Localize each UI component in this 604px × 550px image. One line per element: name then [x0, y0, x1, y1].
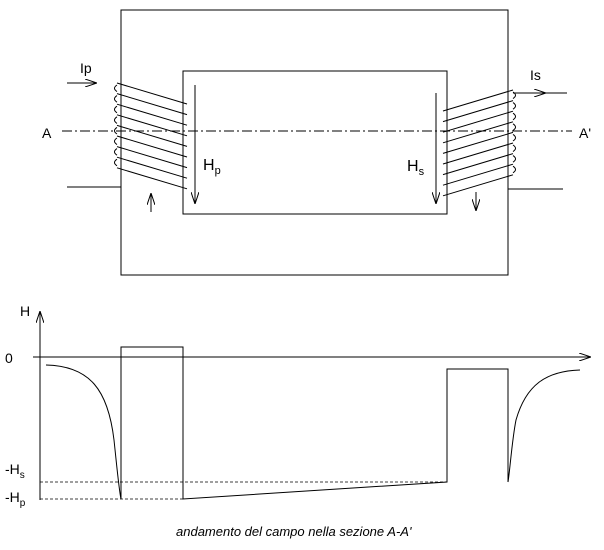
primary-winding-turn-bend	[114, 95, 118, 103]
primary-winding-turn	[116, 124, 188, 147]
primary-winding-turn	[116, 167, 188, 190]
secondary-winding-turn	[442, 163, 514, 186]
secondary-winding-turn-bend	[512, 102, 516, 110]
secondary-current-label: Is	[530, 67, 541, 83]
transformer-core	[120, 9, 509, 276]
left-outside-field-curve	[45, 364, 122, 500]
primary-winding-turn-bend	[114, 105, 118, 114]
secondary-winding-turn	[442, 131, 514, 154]
primary-winding-turn	[116, 114, 188, 137]
secondary-winding-turn	[442, 174, 514, 197]
primary-winding-turn	[116, 103, 188, 126]
secondary-winding-turn-bend	[512, 155, 516, 163]
secondary-winding-turn-bend	[512, 133, 516, 142]
secondary-winding-turn-bend	[512, 112, 516, 121]
primary-winding-turn-bend	[114, 84, 118, 93]
primary-winding-turn-bend	[114, 148, 118, 156]
section-label-a-prime: A'	[579, 125, 591, 141]
minus-hs-label: -Hs	[5, 461, 25, 481]
primary-winding	[114, 82, 188, 190]
plot-caption: andamento del campo nella sezione A-A'	[176, 524, 412, 539]
primary-winding-turn	[116, 82, 188, 105]
field-profile-main	[120, 346, 509, 500]
secondary-winding-turn	[442, 100, 514, 123]
primary-winding-turn	[116, 156, 188, 179]
section-label-a: A	[42, 125, 52, 141]
right-outside-field-curve	[507, 369, 581, 483]
secondary-winding-turn-bend	[512, 165, 516, 174]
primary-winding-turn-bend	[114, 158, 118, 167]
core-outer-outline	[120, 9, 509, 276]
secondary-winding-turn-bend	[512, 144, 516, 153]
primary-winding-turn	[116, 146, 188, 169]
primary-winding-turn-bend	[114, 137, 118, 146]
secondary-winding-turn-bend	[512, 123, 516, 131]
primary-field-label: Hp	[203, 157, 221, 177]
secondary-winding-turn	[442, 121, 514, 144]
primary-winding-turn-bend	[114, 116, 118, 124]
secondary-winding-turn	[442, 142, 514, 165]
primary-winding-turn	[116, 135, 188, 158]
secondary-winding	[442, 89, 516, 197]
primary-current-label: Ip	[80, 60, 92, 76]
field-plot: H 0 -Hs -Hp	[5, 303, 590, 509]
primary-winding-turn-bend	[114, 126, 118, 135]
secondary-winding-turn	[442, 153, 514, 176]
secondary-field-label: Hs	[407, 158, 425, 178]
primary-winding-turn	[116, 93, 188, 116]
minus-hp-label: -Hp	[5, 489, 26, 509]
core-window	[182, 70, 448, 215]
h-axis-label: H	[20, 303, 30, 319]
secondary-winding-turn	[442, 89, 514, 112]
zero-label: 0	[5, 350, 13, 366]
secondary-winding-turn	[442, 110, 514, 133]
